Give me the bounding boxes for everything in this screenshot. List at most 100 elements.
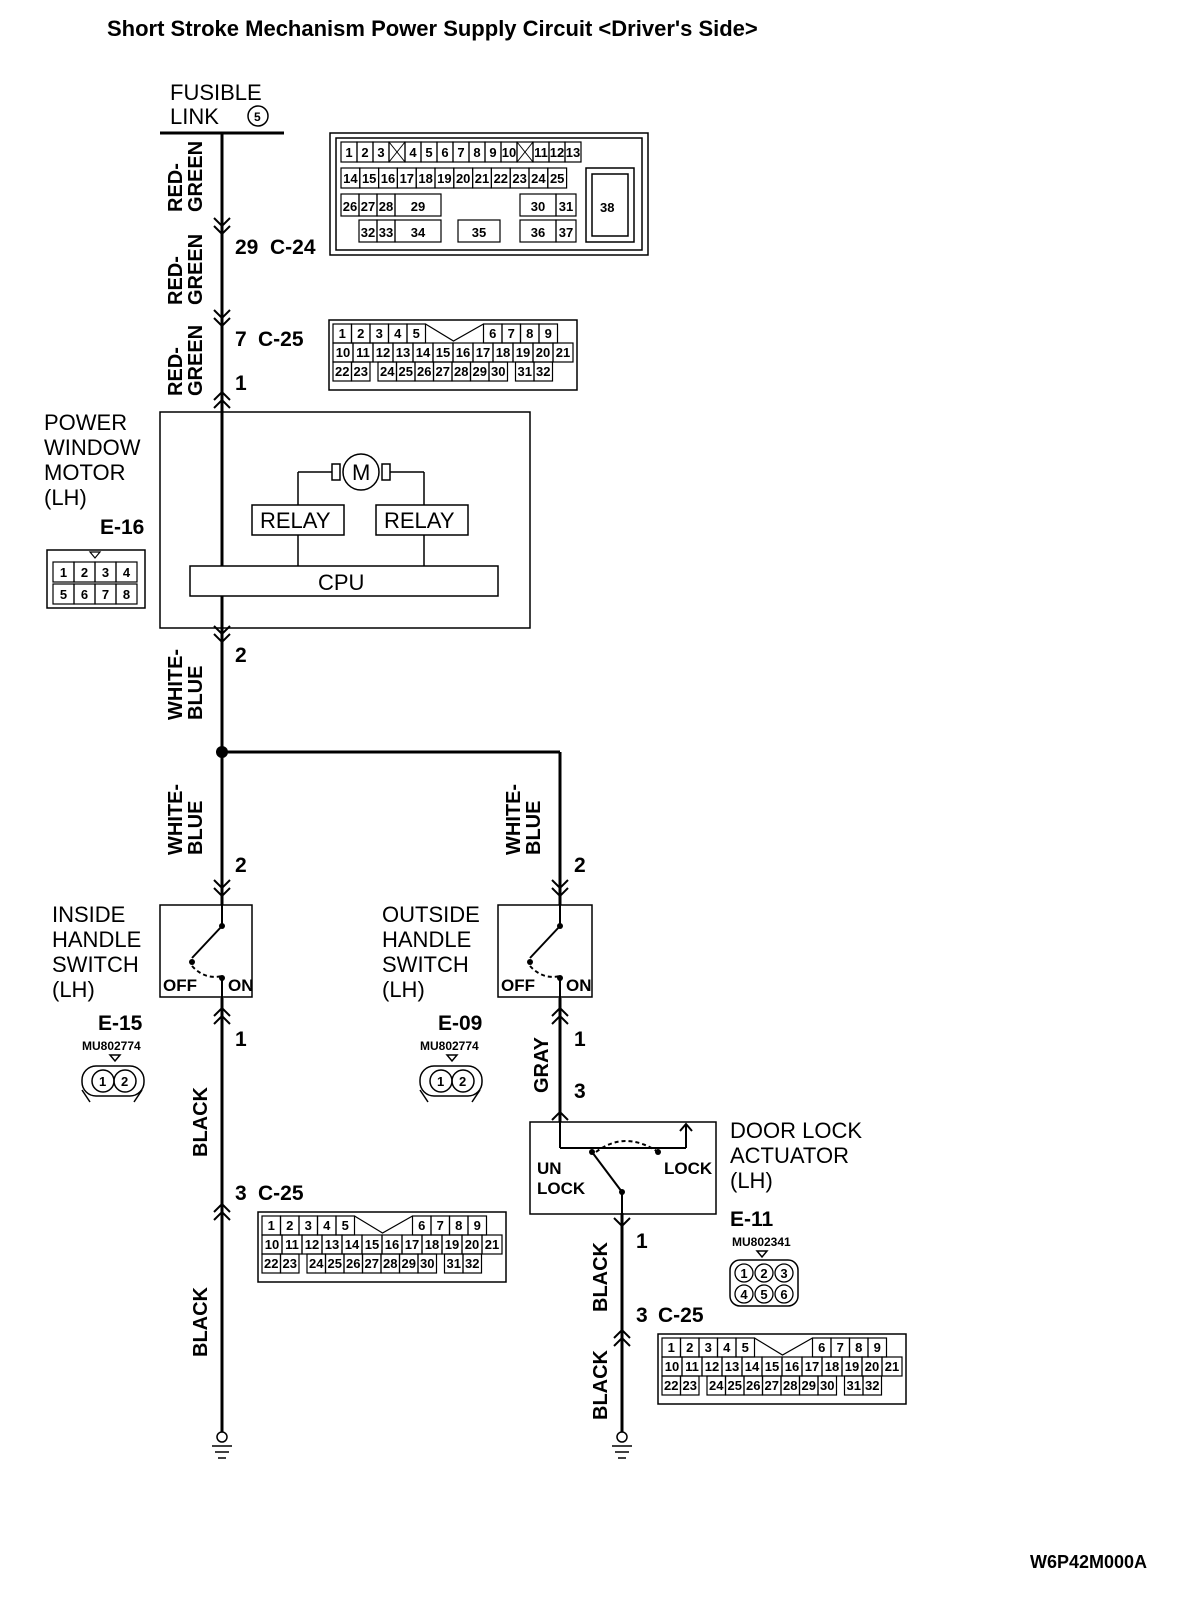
c25-top-r2-pin-label: 14 [416,345,431,360]
c25-top-r2-pin-label: 13 [396,345,410,360]
e16-r2-pin-label: 5 [60,587,67,602]
actuator-pin-1: 1 [740,1266,747,1281]
relay-1-label: RELAY [260,508,331,533]
c25-top-r3-pin-label: 27 [436,364,450,379]
inside-switch-label-2: HANDLE [52,927,141,952]
outside-switch-label-4: (LH) [382,977,425,1002]
c25-right-r2-pin-label: 19 [845,1359,859,1374]
c25-right-r3-pin-label: 25 [728,1378,742,1393]
outside-handle-switch: OFF ON OUTSIDE HANDLE SWITCH (LH) E-09 M… [382,902,593,1103]
c25-top-r3-pin-label: 23 [354,364,368,379]
c25-left-r2-pin-label: 11 [285,1237,299,1252]
c25-right-r2-pin-label: 12 [705,1359,719,1374]
motor-label-2: WINDOW [44,435,141,460]
c25-left-r3-pin-label: 28 [383,1256,397,1271]
inside-switch-connector-id: E-15 [98,1012,143,1035]
c25-right-r2-pin-label: 17 [805,1359,819,1374]
fusible-link-label-2: LINK [170,104,219,129]
c25-right-r1-pin-label: 8 [855,1340,862,1355]
c24-r4-cell [555,219,577,243]
c25-top-r2-cell [552,342,574,363]
c24-r4-cell [394,219,442,243]
c25-right-r2-cell [881,1356,903,1377]
door-lock-actuator: UN LOCK LOCK DOOR LOCK ACTUATOR (LH) E-1… [529,1118,862,1307]
outside-switch-label-3: SWITCH [382,952,469,977]
inside-switch-label-4: (LH) [52,977,95,1002]
c25-left-r1-pin-label: 2 [286,1218,293,1233]
c25-right-r1-pin-label: 5 [742,1340,749,1355]
c25-top-r3-pin-label: 25 [399,364,413,379]
ground-left [212,1431,232,1459]
actuator-connector-id: E-11 [730,1208,774,1231]
c25-top-r3-pin-label: 22 [335,364,349,379]
actuator-label-2: ACTUATOR [730,1143,849,1168]
actuator-box [529,1121,717,1215]
c25-top-r1-pin-label: 8 [526,326,533,341]
motor-label-4: (LH) [44,485,87,510]
c25-right-r2-pin-label: 18 [825,1359,839,1374]
relay-2-label: RELAY [384,508,455,533]
power-window-motor: POWER WINDOW MOTOR (LH) E-16 M RELAY REL… [44,410,531,629]
c25-right-r3-pin-label: 28 [783,1378,797,1393]
c25-top-r3-pin-label: 32 [536,364,550,379]
c24-r2-pin-label: 19 [437,171,451,186]
c25-left-r3-cell [417,1253,438,1274]
wire-label-green-2: GREEN [185,234,207,305]
c25-left-r2-pin-label: 10 [265,1237,279,1252]
c24-r2-pin-label: 21 [475,171,489,186]
outside-switch-pin-1: 1 [437,1074,444,1089]
inside-switch-pin-1: 1 [99,1074,106,1089]
c25-top-r2-pin-label: 18 [496,345,510,360]
c24-r2-pin-label: 24 [531,171,546,186]
c25-left-r3-pin-label: 30 [420,1256,434,1271]
pin-outside-out: 1 [574,1028,586,1051]
c24-r4-pin-label: 36 [531,225,545,240]
c25-left-r1-pin-label: 5 [342,1218,349,1233]
c24-r1-pin-label: 2 [361,145,368,160]
inside-switch-box [159,904,253,998]
pin-c24-connector: C-24 [270,236,316,259]
c25-left-r1-pin-label: 6 [418,1218,425,1233]
c25-left-r3-pin-label: 26 [346,1256,360,1271]
c24-r1-pin-label: 5 [425,145,432,160]
c24-r1-pin-label: 7 [457,145,464,160]
splice-point [216,746,228,758]
c25-left-r3-pin-label: 31 [447,1256,461,1271]
pin-ground-right-connector: C-25 [658,1304,704,1327]
outside-switch-box [497,904,593,998]
c24-r3-pin-label: 26 [343,199,357,214]
c25-top-r2-pin-label: 10 [336,345,350,360]
pin-motor-in: 1 [235,372,247,395]
c25-right-r3-cell [862,1375,883,1396]
c25-top-r1-pin-label: 7 [508,326,515,341]
c25-right-r2-pin-label: 16 [785,1359,799,1374]
wire-label-black-4: BLACK [590,1349,612,1420]
c25-right-r1-pin-label: 7 [837,1340,844,1355]
c25-right-r1-pin-label: 9 [874,1340,881,1355]
inside-switch-label-1: INSIDE [52,902,125,927]
actuator-unlock-2: LOCK [537,1179,586,1198]
c24-big-pin: 38 [600,200,614,215]
c25-right-r2-pin-label: 14 [745,1359,760,1374]
motor-symbol [342,453,380,491]
outside-switch-connector-id: E-09 [438,1012,482,1035]
c24-r2-pin-label: 15 [362,171,376,186]
c25-right-r3-pin-label: 31 [847,1378,861,1393]
c25-left-r3-cell [462,1253,483,1274]
c25-left-r2-pin-label: 15 [365,1237,379,1252]
pin-ground-right: 3 [636,1304,648,1327]
c24-r2-pin-label: 23 [512,171,526,186]
c24-r4-pin-label: 34 [411,225,426,240]
c25-top-r1-pin-label: 3 [376,326,383,341]
wire-label-red-2: RED- [165,256,187,305]
c25-right-r3-cell [679,1375,700,1396]
c25-right-r1-pin-label: 1 [668,1340,675,1355]
wire-label-white-3: WHITE- [503,784,525,855]
diagram-title: Short Stroke Mechanism Power Supply Circ… [107,16,758,41]
relay-2-box [375,504,469,536]
c25-top-r2-pin-label: 21 [556,345,570,360]
c24-r1-pin-label: 12 [550,145,564,160]
wire-label-red-1: RED- [165,163,187,212]
c24-r2-cell [547,167,568,189]
